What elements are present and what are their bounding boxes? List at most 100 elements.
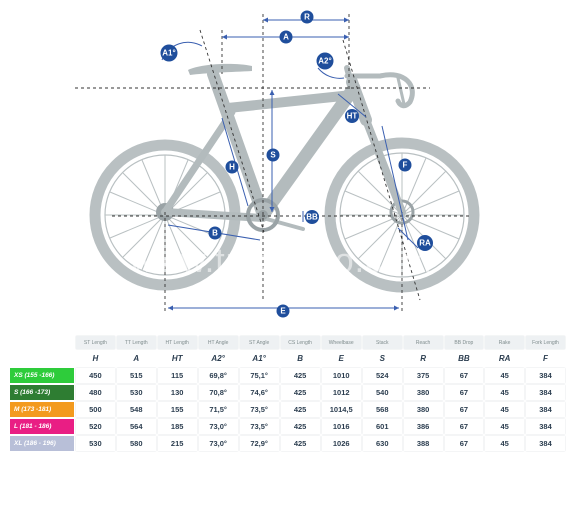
table-cell: 185 [157,419,197,434]
label-R: R [300,10,314,24]
symbol-cell: H [92,354,99,363]
table-cell: 375 [403,368,443,383]
symbol-cell: B [297,354,303,363]
geometry-table: ST Length TT Length HT Length HT Angle S… [8,334,567,453]
table-cell: 520 [75,419,115,434]
disc-brake-rotor [389,199,415,225]
table-cell: 530 [75,436,115,451]
table-cell: 601 [362,419,402,434]
table-cell: 450 [75,368,115,383]
table-cell: 515 [116,368,156,383]
svg-text:R: R [304,13,310,22]
header-ht-angle: HT Angle [198,336,238,349]
table-cell: 386 [403,419,443,434]
table-cell: 75,1° [239,368,279,383]
table-cell: 67 [444,385,484,400]
table-cell: 384 [526,402,565,417]
label-H: H [225,160,239,174]
bike-geometry-diagram: R A A1° A2° HT H S F BB B RA E www.troc-… [75,10,480,318]
table-cell: 384 [526,385,565,400]
table-cell: 380 [403,402,443,417]
symbol-cell: HT [171,354,183,363]
header-row: ST Length TT Length HT Length HT Angle S… [10,336,565,349]
table-cell: 1010 [321,368,361,383]
svg-text:E: E [280,307,286,316]
symbol-cell: RA [498,354,511,363]
table-cell: 45 [485,385,524,400]
size-label: M (173 -181) [10,402,74,417]
size-label: S (166 -173) [10,385,74,400]
dimension-arrowheads [168,17,399,311]
header-cs-length: CS Length [280,336,320,349]
table-cell: 71,5° [198,402,238,417]
symbol-row: H A HT A2° A1° B E S R BB RA F [10,351,565,366]
corner-cell [10,351,74,366]
symbol-cell: R [420,354,426,363]
table-cell: 215 [157,436,197,451]
bike-frame [161,65,415,231]
table-cell: 130 [157,385,197,400]
svg-text:B: B [212,229,218,238]
table-cell: 155 [157,402,197,417]
symbol-cell: A2° [211,354,225,363]
table-cell: 73,0° [198,436,238,451]
svg-text:F: F [403,161,408,170]
symbol-cell: BB [458,354,470,363]
table-cell: 115 [157,368,197,383]
table-cell: 73,5° [239,419,279,434]
table-cell: 45 [485,419,524,434]
table-cell: 70,8° [198,385,238,400]
table-cell: 72,9° [239,436,279,451]
label-S: S [266,148,280,162]
table-cell: 540 [362,385,402,400]
symbol-cell: E [338,354,344,363]
symbol-cell: A1° [252,354,266,363]
corner-cell [10,336,74,349]
table-cell: 425 [280,419,320,434]
table-cell: 425 [280,368,320,383]
table-cell: 524 [362,368,402,383]
table-cell: 45 [485,368,524,383]
table-cell: 564 [116,419,156,434]
table-cell: 67 [444,419,484,434]
svg-text:A: A [283,33,289,42]
table-cell: 480 [75,385,115,400]
table-cell: 388 [403,436,443,451]
table-cell: 630 [362,436,402,451]
label-A2: A2° [316,52,334,70]
saddle [188,63,252,75]
header-st-length: ST Length [75,336,115,349]
header-stack: Stack [362,336,402,349]
header-wheelbase: Wheelbase [321,336,361,349]
table-cell: 45 [485,436,524,451]
label-E: E [276,304,290,318]
svg-text:HT: HT [347,112,358,121]
svg-text:BB: BB [306,213,318,222]
table-cell: 1026 [321,436,361,451]
label-HT: HT [345,109,359,123]
symbol-cell: S [379,354,385,363]
size-label: L (181 - 186) [10,419,74,434]
table-cell: 384 [526,419,565,434]
table-cell: 1012 [321,385,361,400]
table-cell: 67 [444,402,484,417]
table-cell: 568 [362,402,402,417]
header-reach: Reach [403,336,443,349]
table-cell: 425 [280,402,320,417]
table-cell: 73,5° [239,402,279,417]
table-cell: 548 [116,402,156,417]
watermark: www.troc-velo.com [129,242,432,280]
label-F: F [398,158,412,172]
header-fork-length: Fork Length [526,336,565,349]
label-A: A [279,30,293,44]
label-BB: BB [305,210,319,224]
svg-text:S: S [270,151,276,160]
size-label: XL (186 - 196) [10,436,74,451]
header-ht-length: HT Length [157,336,197,349]
header-st-angle: ST Angle [239,336,279,349]
